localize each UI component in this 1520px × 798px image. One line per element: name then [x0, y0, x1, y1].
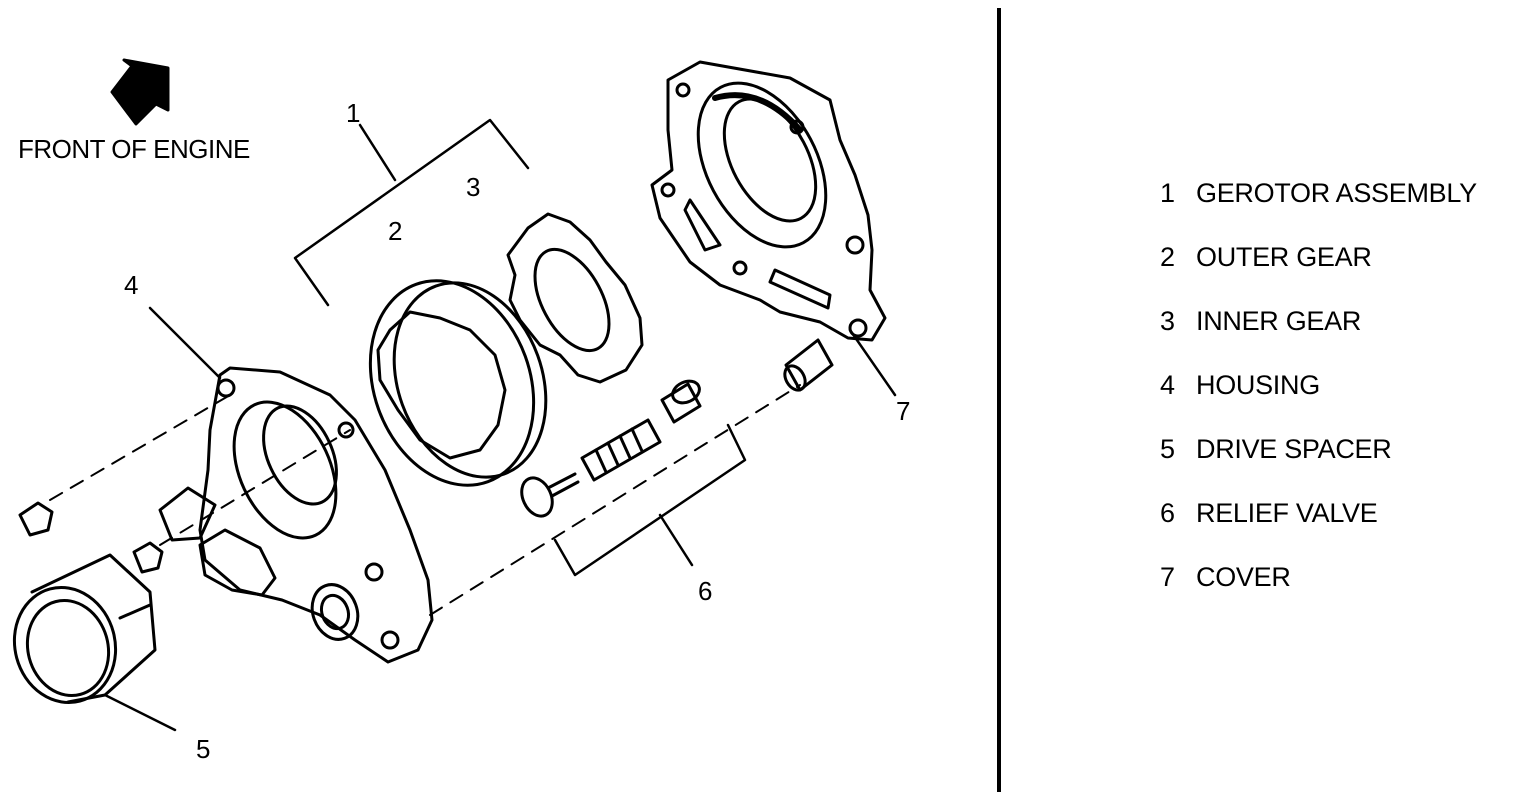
- exploded-oil-pump-diagram: FRONT OF ENGINE: [12, 58, 910, 764]
- outer-gear-part: [368, 279, 548, 487]
- relief-valve-part: [520, 379, 747, 577]
- bolts: [18, 501, 164, 574]
- assembly-dashed-lines: [49, 384, 801, 616]
- housing-part: [148, 306, 434, 664]
- inner-gear-part: [506, 212, 644, 384]
- callout-3: 3: [466, 172, 480, 202]
- callout-4: 4: [124, 270, 138, 300]
- front-arrow-icon: [110, 58, 170, 126]
- callout-6: 6: [698, 576, 712, 606]
- cover-pin-part: [783, 328, 897, 397]
- callout-5: 5: [196, 734, 210, 764]
- front-of-engine-label: FRONT OF ENGINE: [18, 134, 250, 164]
- callout-7: 7: [896, 396, 910, 426]
- gerotor-bracket: [293, 118, 530, 307]
- cover-part: [650, 60, 887, 342]
- callout-2: 2: [388, 216, 402, 246]
- callout-1: 1: [346, 98, 360, 128]
- drive-spacer-part: [12, 553, 177, 732]
- vertical-divider: [997, 8, 1001, 792]
